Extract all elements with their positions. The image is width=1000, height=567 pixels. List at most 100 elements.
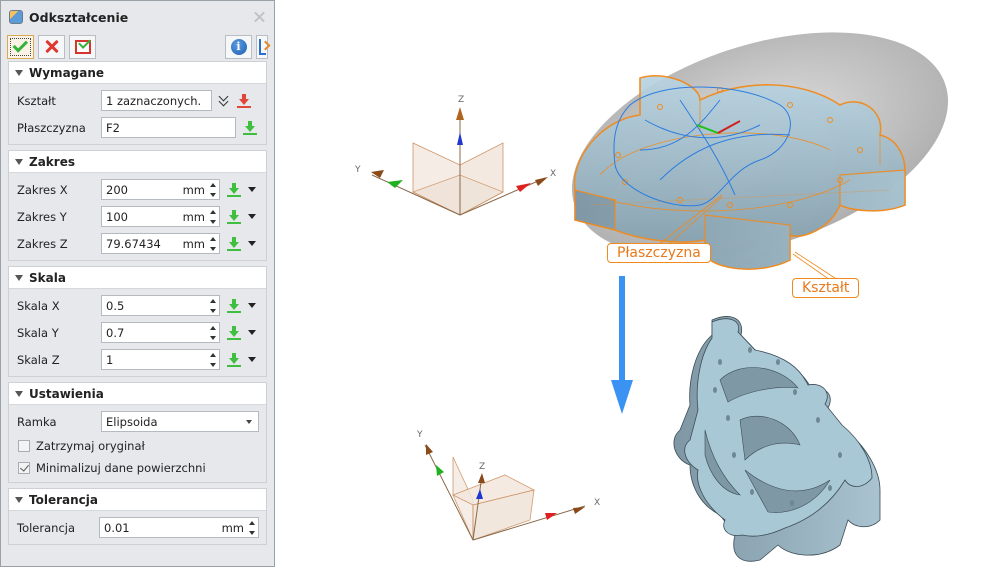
ok-button[interactable]: [7, 35, 34, 59]
tolerance-input[interactable]: 0.01 mm: [99, 517, 259, 538]
apply-button[interactable]: [69, 35, 96, 59]
deform-feature-icon: [9, 10, 23, 24]
pick-value-icon[interactable]: [226, 298, 242, 314]
dropdown-arrow-icon[interactable]: [248, 214, 256, 219]
dropdown-arrow-icon[interactable]: [248, 187, 256, 192]
dropdown-arrow-icon[interactable]: [248, 303, 256, 308]
axis-label-y: Y: [354, 165, 361, 175]
minimize-surface-checkbox[interactable]: [18, 462, 30, 474]
original-part[interactable]: [573, 75, 906, 270]
plane-f2-outline: [613, 86, 791, 207]
dropdown-arrow-icon[interactable]: [248, 330, 256, 335]
range-z-input[interactable]: 79.67434 mm: [101, 233, 220, 254]
minimize-row: Minimalizuj dane powierzchni: [9, 457, 266, 479]
section-settings-header[interactable]: Ustawienia: [9, 383, 266, 405]
transform-arrow: [611, 276, 633, 414]
callout-plane: Płaszczyzna: [607, 243, 711, 263]
frame-select[interactable]: Elipsoida: [101, 411, 259, 432]
range-z-row: Zakres Z 79.67434 mm: [9, 230, 266, 257]
frame-row: Ramka Elipsoida: [9, 408, 266, 435]
spinner[interactable]: [209, 236, 216, 251]
shape-row: Kształt 1 zaznaczonych.: [9, 87, 266, 114]
section-tolerance: Tolerancja Tolerancja 0.01 mm: [8, 488, 267, 545]
pick-value-icon[interactable]: [226, 325, 242, 341]
next-button[interactable]: [256, 35, 268, 59]
keep-original-row: Zatrzymaj oryginał: [9, 435, 266, 457]
spinner[interactable]: [209, 352, 216, 367]
scale-x-input[interactable]: 0.5: [101, 295, 220, 316]
unit-label: mm: [182, 236, 205, 251]
info-icon: i: [230, 39, 247, 55]
range-y-value: 100: [106, 209, 128, 224]
pick-shape-icon[interactable]: [236, 93, 252, 109]
dropdown-arrow-icon[interactable]: [248, 357, 256, 362]
pick-value-icon[interactable]: [226, 182, 242, 198]
scale-x-row: Skala X 0.5: [9, 292, 266, 319]
spinner[interactable]: [209, 298, 216, 313]
section-title: Tolerancja: [29, 492, 98, 507]
tolerance-row: Tolerancja 0.01 mm: [9, 514, 266, 541]
range-z-value: 79.67434: [106, 236, 161, 251]
spinner[interactable]: [209, 325, 216, 340]
scale-z-input[interactable]: 1: [101, 349, 220, 370]
3d-viewport[interactable]: Z Y X: [276, 0, 1000, 567]
scale-y-value: 0.7: [106, 325, 125, 340]
scale-z-label: Skala Z: [17, 352, 60, 367]
chevron-down-icon: [246, 419, 252, 424]
collapse-triangle-icon: [15, 69, 23, 76]
unit-label: mm: [221, 520, 244, 535]
panel-title: Odkształcenie: [29, 9, 129, 25]
axis-label-x: X: [550, 169, 556, 179]
range-z-label: Zakres Z: [17, 236, 68, 251]
cancel-x-icon: [45, 40, 59, 54]
section-title: Skala: [29, 270, 66, 285]
section-range: Zakres Zakres X 200 mm Zakres Y 100: [8, 150, 267, 261]
plane-field[interactable]: F2: [101, 117, 236, 138]
range-y-label: Zakres Y: [17, 209, 67, 224]
cancel-button[interactable]: [38, 35, 65, 59]
dropdown-arrow-icon[interactable]: [248, 241, 256, 246]
scale-z-value: 1: [106, 352, 114, 367]
plane-row: Płaszczyzna F2: [9, 114, 266, 141]
scale-y-input[interactable]: 0.7: [101, 322, 220, 343]
minimize-surface-label: Minimalizuj dane powierzchni: [36, 461, 206, 475]
collapse-triangle-icon: [15, 274, 23, 281]
scale-y-row: Skala Y 0.7: [9, 319, 266, 346]
axis-label-z: Z: [458, 95, 464, 105]
checkmark-icon: [12, 37, 28, 53]
section-range-header[interactable]: Zakres: [9, 151, 266, 173]
pick-plane-icon[interactable]: [242, 120, 258, 136]
spinner[interactable]: [209, 209, 216, 224]
frame-value: Elipsoida: [106, 414, 158, 429]
pick-value-icon[interactable]: [226, 236, 242, 252]
next-step-icon: [258, 39, 266, 55]
spinner[interactable]: [248, 520, 255, 535]
pick-value-icon[interactable]: [226, 352, 242, 368]
panel-toolbar: i: [1, 33, 274, 61]
range-x-value: 200: [106, 182, 128, 197]
triad-bottom: Y Z X: [416, 430, 600, 541]
collapse-triangle-icon: [15, 390, 23, 397]
section-title: Wymagane: [29, 65, 105, 80]
range-y-row: Zakres Y 100 mm: [9, 203, 266, 230]
range-y-input[interactable]: 100 mm: [101, 206, 220, 227]
scale-z-row: Skala Z 1: [9, 346, 266, 373]
expand-chevron-icon[interactable]: [218, 94, 230, 108]
section-scale-header[interactable]: Skala: [9, 267, 266, 289]
unit-label: mm: [182, 209, 205, 224]
section-tolerance-header[interactable]: Tolerancja: [9, 489, 266, 511]
section-scale: Skala Skala X 0.5 Skala Y 0.7: [8, 266, 267, 377]
info-button[interactable]: i: [225, 35, 252, 59]
section-required-header[interactable]: Wymagane: [9, 62, 266, 84]
pick-value-icon[interactable]: [226, 209, 242, 225]
scale-y-label: Skala Y: [17, 325, 59, 340]
spinner[interactable]: [209, 182, 216, 197]
deformed-part[interactable]: [673, 316, 881, 562]
tolerance-value: 0.01: [104, 520, 130, 535]
close-icon[interactable]: [252, 10, 266, 24]
shape-field[interactable]: 1 zaznaczonych.: [101, 90, 212, 111]
range-x-input[interactable]: 200 mm: [101, 179, 220, 200]
keep-original-checkbox[interactable]: [18, 440, 30, 452]
plane-label: Płaszczyzna: [17, 120, 86, 135]
